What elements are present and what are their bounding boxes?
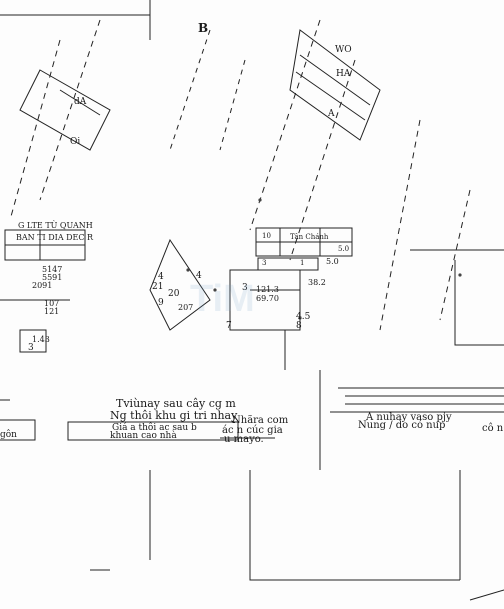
place-label: WO: [335, 45, 352, 55]
area-value: 5147: [42, 265, 63, 274]
area-value: 38.2: [308, 278, 326, 287]
left-heading: BAN TI DIA DEC R: [16, 233, 94, 242]
sheet-label: B: [198, 21, 209, 35]
parcel-number: 207: [178, 303, 194, 312]
watermark: TiM: [190, 278, 255, 320]
note-line: Nung / do có nup: [358, 420, 446, 431]
place-label: A: [328, 109, 335, 119]
note-line: khuan cao nhà: [110, 431, 177, 441]
table-cell: 10: [262, 232, 271, 240]
area-value: 121.3: [256, 285, 279, 294]
place-label: Oi: [70, 137, 81, 147]
left-heading: G LTE TÙ QUANH: [18, 221, 93, 230]
area-value: 5591: [42, 273, 63, 282]
area-value: 2091: [32, 281, 53, 290]
parcel-number: 1.43: [32, 335, 50, 344]
parcel-number: 20: [168, 289, 180, 299]
area-value: 5.0: [326, 257, 339, 266]
parcel-number: 3: [242, 283, 248, 293]
place-label: HA: [336, 69, 351, 79]
table-cell: 1: [300, 259, 305, 267]
area-value: 107: [44, 299, 60, 308]
area-value: 69.70: [256, 294, 279, 303]
note-line: ác n cúc gia: [222, 425, 283, 436]
note-line: Giá a thôi ac sau b: [112, 423, 197, 433]
parcel-number: 4: [158, 272, 164, 282]
parcel-number: 4: [196, 271, 202, 281]
parcel-number: 8: [296, 321, 302, 331]
area-value: 121: [44, 307, 60, 316]
parcel-number: 9: [158, 298, 164, 308]
parcel-number: 4.5: [296, 312, 311, 322]
note-line: Tviùnay sau cây cg m: [116, 397, 236, 410]
table-cell: 5.0: [338, 245, 350, 253]
note-line: cô n: [482, 423, 504, 434]
table-cell: Tân Chánh: [290, 233, 329, 241]
parcel-number: 21: [152, 282, 164, 292]
parcel-number: 7: [226, 321, 232, 331]
place-label: dA: [74, 97, 87, 107]
table-cell: 3: [262, 259, 267, 267]
note-line: u mayo.: [224, 434, 264, 445]
note-line: Nhãra com: [232, 415, 289, 426]
parcel-number: 3: [28, 343, 34, 353]
note-line: A nuhay vaso pjy: [366, 412, 452, 423]
note-line: Ng thôi khu gi tri nhay: [110, 409, 238, 422]
note-line: gôn: [0, 430, 17, 440]
